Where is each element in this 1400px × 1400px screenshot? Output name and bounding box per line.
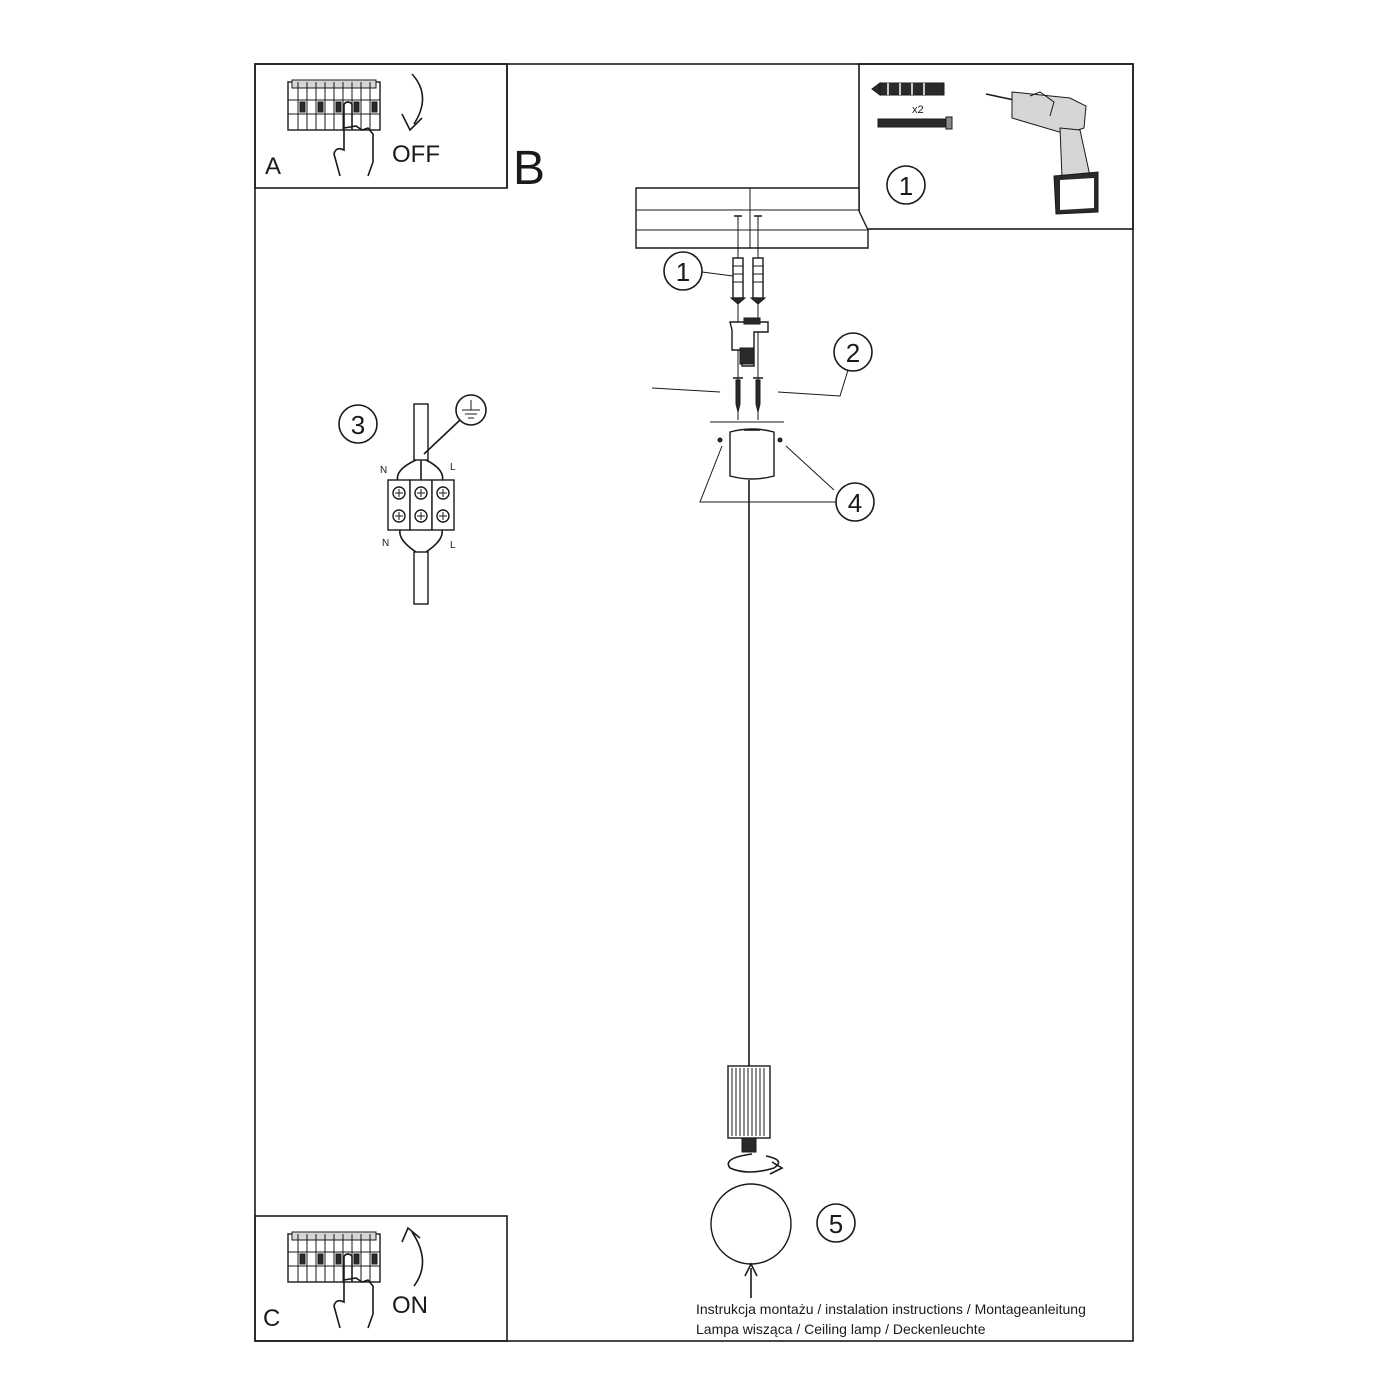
live-bottom-label: L: [450, 540, 456, 551]
step-2-number: 2: [846, 338, 860, 368]
screw-icon: [877, 116, 953, 130]
product-name: Lampa wisząca / Ceiling lamp / Deckenleu…: [696, 1321, 986, 1337]
hand-pointer-icon: [333, 1253, 374, 1329]
canopy-icon: [717, 428, 783, 480]
supply-cable-bottom: [413, 551, 429, 605]
panel-c-status: ON: [392, 1292, 428, 1319]
step-3-callout: [338, 404, 378, 444]
panel-c-box: [254, 1215, 508, 1342]
tools-panel-box: [858, 63, 1134, 230]
screw-in-arrow-icon: [744, 1262, 758, 1298]
wall-plugs-icon: [729, 257, 767, 305]
ground-symbol-icon: [455, 394, 487, 426]
panel-a-status: OFF: [392, 141, 440, 168]
step-1-callout: [663, 251, 703, 291]
wiring-diagram: 3 N L N L: [338, 394, 487, 605]
lamp-holder-icon: [727, 1065, 771, 1153]
step-3-number: 3: [351, 410, 365, 440]
mounting-bracket-icon: [729, 317, 769, 367]
fixings-count: x2: [912, 104, 924, 116]
tools-step-number: 1: [899, 171, 913, 201]
step-5-number: 5: [829, 1209, 843, 1239]
step-2-callout: [833, 332, 873, 372]
page-frame: [254, 63, 1134, 1342]
wall-plug-icon: [871, 82, 945, 96]
step-4-callout: [835, 482, 875, 522]
tools-panel: x2 1: [858, 63, 1134, 230]
wires-top: [396, 419, 461, 483]
terminal-block-icon: [387, 479, 455, 531]
step-1-number: 1: [676, 257, 690, 287]
hand-pointer-icon: [333, 101, 374, 177]
step-4-leader: [699, 445, 836, 503]
power-drill-icon: [985, 91, 1099, 215]
step-1-marker: [886, 165, 926, 205]
ceiling-slab: [635, 187, 869, 249]
neutral-top-label: N: [380, 465, 387, 476]
panel-b-letter: B: [513, 142, 545, 195]
switch-up-arrow-icon: [401, 1226, 424, 1287]
rotate-arrow-icon: [727, 1153, 784, 1175]
panel-a-letter: A: [265, 153, 281, 180]
step-4-number: 4: [848, 488, 862, 518]
panel-c-letter: C: [263, 1305, 280, 1332]
switch-down-arrow-icon: [401, 73, 424, 132]
step-1-leader: [701, 271, 734, 277]
step-2-guide-left: [651, 387, 721, 393]
mounting-screws-icon: [733, 377, 763, 413]
panel-a: A OFF: [254, 63, 508, 189]
neutral-bottom-label: N: [382, 538, 389, 549]
live-top-label: L: [450, 462, 456, 473]
globe-bulb-icon: [710, 1183, 792, 1265]
breaker-box-icon: [287, 1231, 381, 1283]
instructions-title: Instrukcja montażu / instalation instruc…: [696, 1301, 1086, 1317]
breaker-box-icon: [287, 79, 381, 131]
panel-c: C ON: [254, 1215, 508, 1342]
wires-bottom: [399, 529, 443, 553]
step-2-leader: [777, 369, 849, 397]
step-5-callout: [816, 1203, 856, 1243]
